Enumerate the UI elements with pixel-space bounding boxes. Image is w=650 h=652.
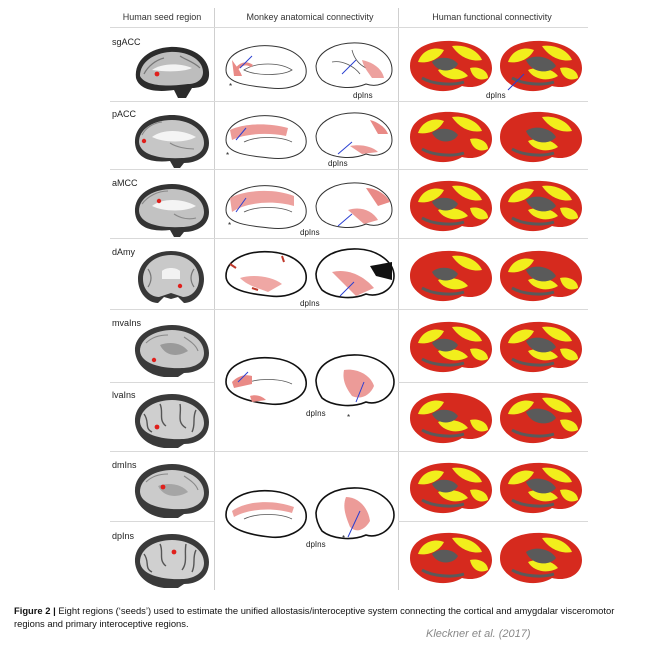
brain-surface-right xyxy=(500,40,582,92)
mri-sagittal-amcc xyxy=(134,184,209,237)
mri-sagittal-dmins xyxy=(134,464,209,518)
brain-surface-left xyxy=(410,321,492,373)
seed-marker xyxy=(151,357,157,363)
brain-surface-left xyxy=(410,180,492,232)
seed-label: aMCC xyxy=(112,178,138,188)
header-seed: Human seed region xyxy=(122,12,202,22)
monkey-medial-dorsal-insula xyxy=(225,489,307,539)
monkey-medial-damy xyxy=(225,250,307,298)
seed-label: sgACC xyxy=(112,37,141,47)
seed-marker xyxy=(160,484,166,490)
monkey-medial-amcc xyxy=(225,185,307,229)
header-human: Human functional connectivity xyxy=(432,12,552,22)
seed-label: dAmy xyxy=(112,247,136,257)
figure-caption: Figure 2 | Eight regions (‘seeds’) used … xyxy=(14,604,639,630)
dpins-label: dpIns xyxy=(486,91,506,100)
seed-label: mvaIns xyxy=(112,318,142,328)
row-rule xyxy=(110,169,588,170)
row-rule xyxy=(110,238,588,239)
monkey-medial-pacc xyxy=(225,115,307,159)
header-rule xyxy=(110,27,588,28)
human-functional-brains: dpIns xyxy=(410,40,582,584)
column-divider-2 xyxy=(398,8,399,590)
seed-marker xyxy=(171,549,177,555)
brain-surface-right xyxy=(500,532,582,584)
mri-coronal-damy xyxy=(138,251,204,303)
seed-label: pACC xyxy=(112,109,137,119)
brain-surface-left xyxy=(410,40,492,92)
header-monkey: Monkey anatomical connectivity xyxy=(246,12,374,22)
figure-label: Figure 2 | xyxy=(14,605,56,616)
star-label: * xyxy=(342,534,346,543)
seed-marker xyxy=(141,138,147,144)
mri-sagittal-pacc xyxy=(134,115,209,168)
mri-sagittal-lvains xyxy=(134,394,209,448)
monkey-lateral-dorsal-insula xyxy=(315,487,395,540)
brain-surface-right xyxy=(500,111,582,163)
row-rule xyxy=(110,382,214,383)
row-rule xyxy=(398,382,588,383)
monkey-lateral-amcc xyxy=(315,182,393,228)
brain-surface-right xyxy=(500,321,582,373)
brain-surface-left xyxy=(410,532,492,584)
citation-credit: Kleckner et al. (2017) xyxy=(426,628,531,640)
caption-text: Eight regions (‘seeds’) used to estimate… xyxy=(14,605,615,629)
row-rule xyxy=(110,521,214,522)
monkey-medial-sgacc xyxy=(225,45,307,89)
brain-surface-left xyxy=(410,111,492,163)
row-rule xyxy=(110,309,588,310)
star-label: * xyxy=(226,151,230,160)
row-rule xyxy=(398,521,588,522)
mri-sagittal-dpins xyxy=(134,534,209,588)
dpins-label: dpIns xyxy=(306,540,326,549)
monkey-medial-ventral-insula xyxy=(225,356,307,406)
monkey-lateral-sgacc xyxy=(315,42,393,88)
dpins-label: dpIns xyxy=(300,228,320,237)
star-label: * xyxy=(228,221,232,230)
mri-sagittal-mvains xyxy=(134,325,209,377)
seed-marker xyxy=(154,71,160,77)
dpins-label: dpIns xyxy=(306,409,326,418)
star-label: * xyxy=(229,82,233,91)
monkey-lateral-damy xyxy=(315,248,395,299)
column-divider-1 xyxy=(214,8,215,590)
seed-marker xyxy=(156,198,162,204)
brain-surface-right xyxy=(500,462,582,514)
dpins-label: dpIns xyxy=(328,159,348,168)
seed-label: lvaIns xyxy=(112,390,136,400)
brain-surface-right xyxy=(500,180,582,232)
brain-surface-left xyxy=(410,392,492,444)
seed-marker xyxy=(177,283,183,289)
brain-surface-left xyxy=(410,462,492,514)
seed-label: dpIns xyxy=(112,531,135,541)
monkey-lateral-pacc xyxy=(315,112,393,158)
monkey-lateral-ventral-insula xyxy=(315,354,395,407)
row-rule xyxy=(110,101,588,102)
star-label: * xyxy=(347,413,351,422)
mri-sagittal-sgacc xyxy=(135,46,210,98)
seed-label: dmIns xyxy=(112,460,137,470)
brain-surface-left xyxy=(410,250,492,302)
brain-surface-right xyxy=(500,250,582,302)
arrow xyxy=(507,73,525,91)
dpins-label: dpIns xyxy=(300,299,320,308)
brain-surface-right xyxy=(500,392,582,444)
dpins-label: dpIns xyxy=(353,91,373,100)
seed-marker xyxy=(154,424,160,430)
row-rule xyxy=(110,451,588,452)
